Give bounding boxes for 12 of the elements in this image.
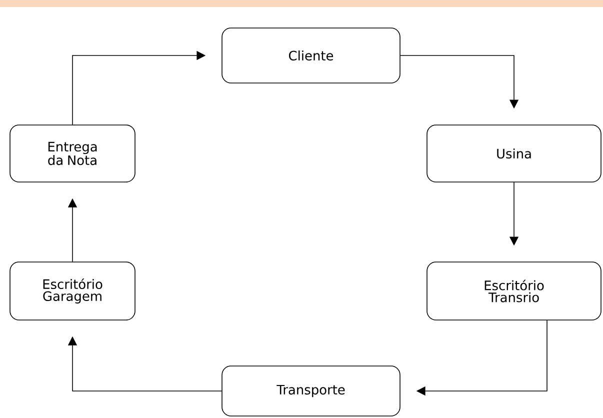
label: Usina	[497, 148, 531, 159]
label: Escritório Garagem	[43, 278, 102, 304]
process-box	[426, 124, 602, 182]
process-box	[426, 262, 602, 320]
process-box	[10, 262, 136, 320]
process-box	[222, 28, 400, 84]
label: Cliente	[289, 50, 334, 61]
process-box	[10, 124, 136, 182]
label: Transporte	[276, 384, 345, 398]
label: Escritório Transrio	[484, 280, 544, 302]
label: Entrega da Nota	[48, 142, 97, 166]
process-box	[222, 366, 400, 416]
